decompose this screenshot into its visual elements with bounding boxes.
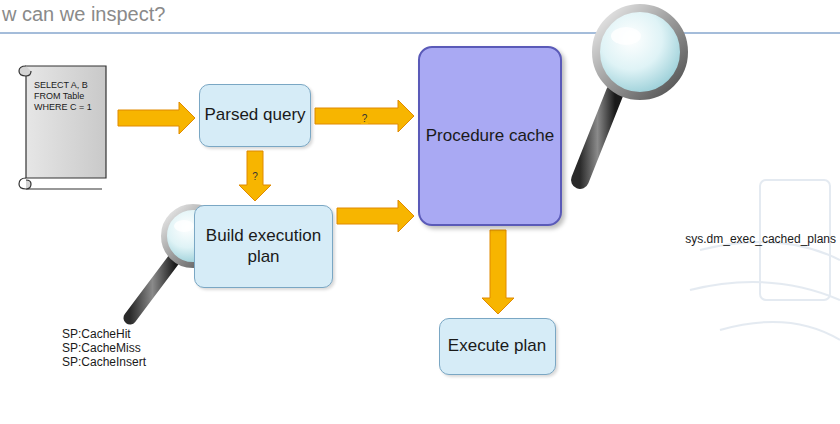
edge-label: ? — [251, 171, 259, 182]
block-arrow — [239, 151, 271, 201]
process-box: Parsed query — [199, 84, 311, 147]
block-arrow — [118, 102, 195, 134]
trace-label: SP:CacheMiss — [62, 341, 141, 355]
trace-label: sys.dm_exec_cached_plans — [685, 232, 836, 246]
scroll-shape — [18, 60, 110, 190]
query-text: SELECT A, B FROM Table WHERE C = 1 — [34, 80, 100, 112]
node-label: Parsed query — [204, 105, 305, 125]
trace-label: SP:CacheInsert — [62, 355, 146, 369]
watermark — [690, 180, 840, 340]
query-scroll: SELECT A, B FROM Table WHERE C = 1 — [18, 60, 114, 190]
block-arrow — [315, 100, 414, 132]
process-box: Execute plan — [439, 318, 556, 375]
slide-title: w can we inspect? — [2, 3, 165, 26]
trace-label: SP:CacheHit — [62, 327, 131, 341]
title-rule — [0, 33, 840, 34]
cache-box: Procedure cache — [418, 46, 562, 226]
node-label: Build execution plan — [195, 226, 332, 267]
block-arrow — [482, 230, 514, 314]
node-label: Procedure cache — [426, 126, 555, 146]
node-label: Execute plan — [448, 336, 546, 356]
edge-label: ? — [361, 113, 369, 124]
block-arrow — [337, 200, 414, 232]
process-box: Build execution plan — [194, 205, 333, 288]
magnifier-icon — [580, 8, 684, 180]
